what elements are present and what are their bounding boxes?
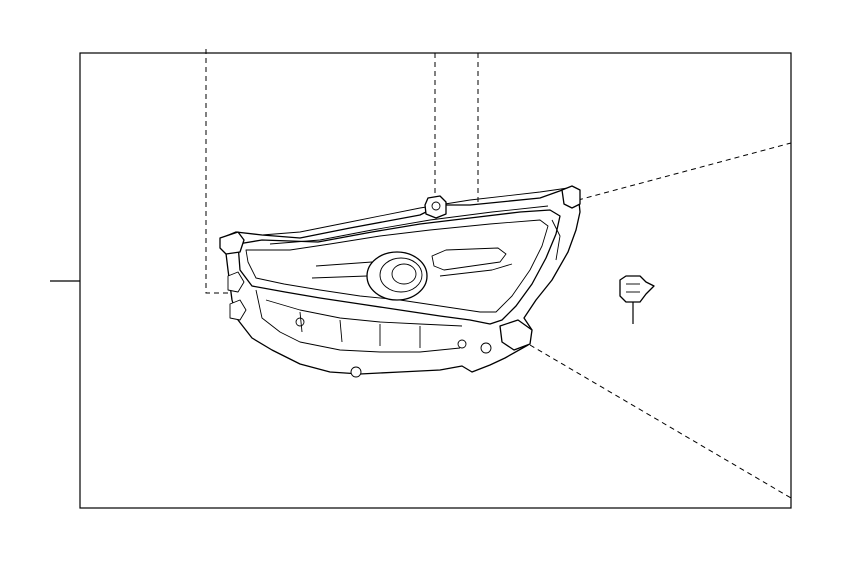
headlamp-assembly	[219, 185, 581, 378]
guide-line-lower-diag	[529, 344, 792, 499]
guide-line-upper-diag	[577, 142, 792, 201]
projector-lens	[366, 251, 428, 301]
guide-line-left	[205, 49, 230, 294]
dashed-guide-lines	[205, 49, 792, 499]
bulb	[619, 275, 655, 324]
